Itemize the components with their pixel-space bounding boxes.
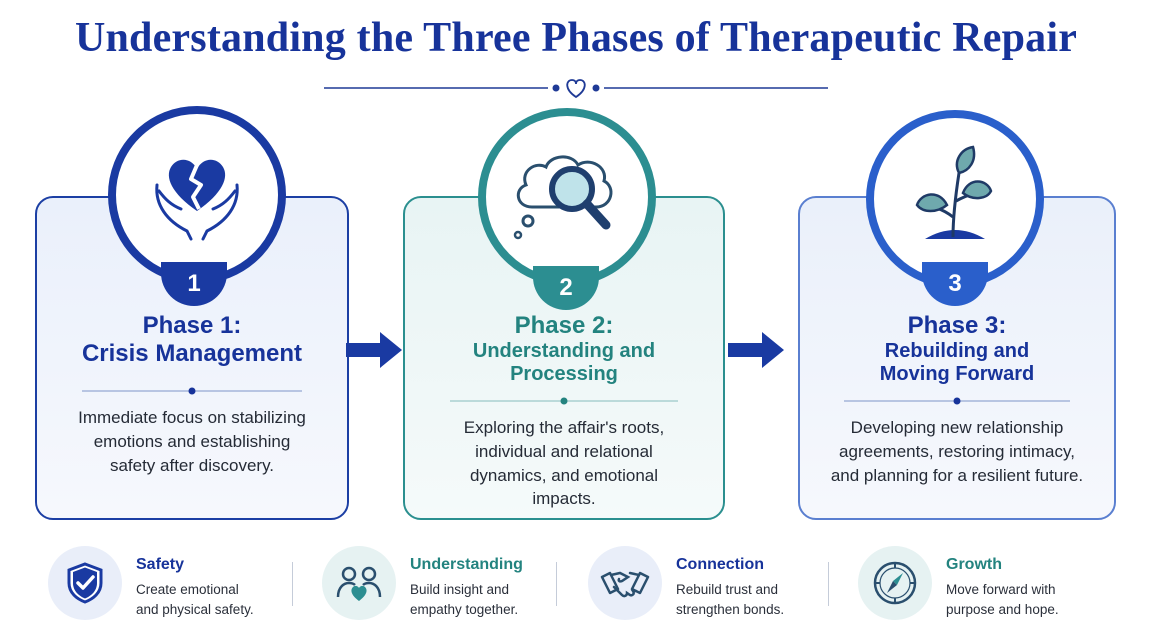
feature-divider [292,562,293,606]
feature-understanding-icon-circle [322,546,396,620]
feature-connection-line-2: strengthen bonds. [676,602,785,618]
phase-2-separator [450,397,678,405]
phase-2-name: Understanding and Processing [472,339,656,385]
feature-safety-description: Create emotional and physical safety. [136,580,254,621]
feature-growth-icon-circle [858,546,932,620]
feature-connection-description: Rebuild trust and strengthen bonds. [676,580,784,621]
phase-3-title: Phase 3: Rebuilding and Moving Forward [798,312,1116,386]
feature-connection: Connection Rebuild trust and strengthen … [588,546,818,622]
feature-growth-line-2: purpose and hope. [946,602,1059,618]
feature-connection-icon-circle [588,546,662,620]
feature-growth-description: Move forward with purpose and hope. [946,580,1059,621]
feature-safety-line-1: Create emotional [136,582,239,597]
phase-1-description: Immediate focus on stabilizing emotions … [78,408,306,475]
phase-3-description: Developing new relationship agreements, … [830,418,1084,485]
arrow-right-icon [728,332,784,368]
feature-understanding-line-1: Build insight and [410,582,510,597]
phase-1-title: Phase 1: Crisis Management [35,312,349,367]
feature-connection-title: Connection [676,556,764,573]
page-title: Understanding the Three Phases of Therap… [74,15,1078,61]
phase-1-separator [82,387,302,395]
phase-2-label: Phase 2: [514,312,614,339]
compass-icon [873,561,917,605]
feature-growth: Growth Move forward with purpose and hop… [858,546,1098,622]
people-heart-icon [336,566,382,601]
feature-divider [556,562,557,606]
arrow-right-icon [346,332,402,368]
feature-growth-line-1: Move forward with [946,582,1056,597]
feature-safety-line-2: and physical safety. [136,602,254,618]
phase-3-name: Rebuilding and Moving Forward [879,339,1035,385]
feature-growth-title: Growth [946,556,1002,573]
feature-safety: Safety Create emotional and physical saf… [48,546,278,622]
feature-divider [828,562,829,606]
phase-2-card [403,196,725,520]
phase-3-separator [844,397,1070,405]
phase-3-label: Phase 3: [907,312,1007,339]
feature-understanding-description: Build insight and empathy together. [410,580,518,621]
phase-2-icon-circle [478,108,656,286]
heart-divider [324,79,828,99]
feature-understanding-title: Understanding [410,556,523,573]
feature-safety-icon-circle [48,546,122,620]
phase-2-title: Phase 2: Understanding and Processing [403,312,725,386]
phase-1-name: Crisis Management [81,339,303,367]
feature-safety-title: Safety [136,556,185,573]
sprout-icon [915,145,993,239]
feature-understanding-line-2: empathy together. [410,602,519,618]
shield-check-icon [67,562,103,604]
feature-connection-line-1: Rebuild trust and [676,582,779,597]
phase-2-description: Exploring the affair's roots, individual… [463,418,665,509]
broken-heart-hands-icon [155,159,239,241]
phase-1-icon-circle [108,106,286,284]
phase-1-label: Phase 1: [142,312,242,339]
thought-magnifier-icon [513,155,613,240]
handshake-icon [600,571,650,598]
feature-understanding: Understanding Build insight and empathy … [322,546,552,622]
